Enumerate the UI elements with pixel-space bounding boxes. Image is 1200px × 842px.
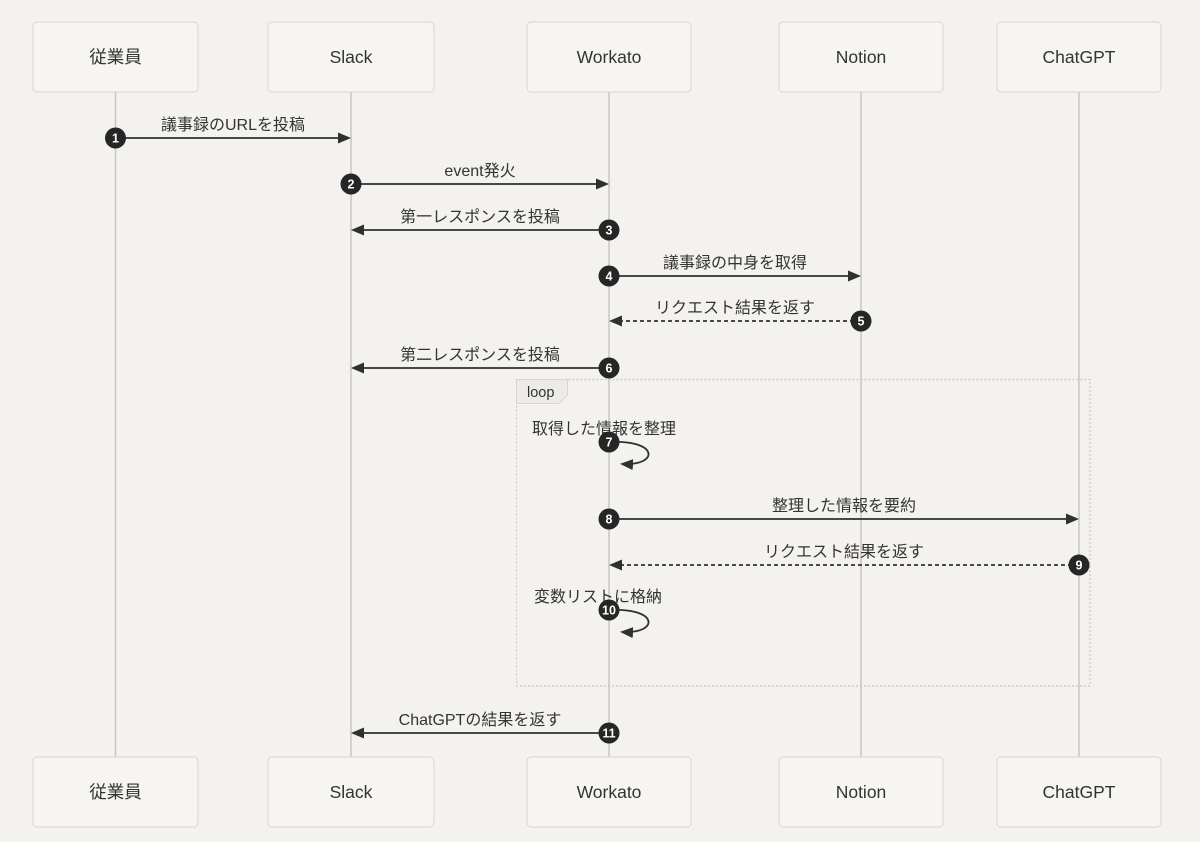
actor-top-workato-box — [526, 21, 692, 93]
actor-top-employee: 従業員 — [32, 21, 199, 93]
message-10-line — [610, 609, 650, 639]
message-1-label: 議事録のURLを投稿 — [161, 116, 305, 134]
message-3-badge — [598, 219, 620, 241]
message-4-number: 4 — [606, 270, 613, 284]
actor-bottom-employee-box — [32, 756, 199, 828]
message-3-label: 第一レスポンスを投稿 — [400, 208, 560, 226]
actor-top-workato-label: Workato — [577, 47, 642, 67]
actor-top-chatgpt-box — [996, 21, 1162, 93]
message-6: 第二レスポンスを投稿 6 — [351, 346, 620, 379]
message-2: event発火 2 — [340, 162, 609, 195]
actors-top: 従業員 Slack Workato Notion ChatGPT — [32, 21, 1162, 93]
message-2-number: 2 — [348, 178, 355, 192]
message-4: 議事録の中身を取得 4 — [598, 254, 861, 287]
message-7: 取得した情報を整理 7 — [532, 420, 676, 471]
actor-bottom-employee-label: 従業員 — [89, 782, 142, 802]
actor-top-notion: Notion — [778, 21, 944, 93]
message-8: 整理した情報を要約 8 — [598, 497, 1079, 530]
message-8-badge — [598, 508, 620, 530]
actor-top-employee-label: 従業員 — [89, 47, 142, 67]
message-8-number: 8 — [606, 513, 613, 527]
actor-top-slack-label: Slack — [330, 47, 373, 67]
message-7-badge — [598, 431, 620, 453]
message-11-number: 11 — [602, 727, 615, 741]
actor-top-workato: Workato — [526, 21, 692, 93]
actor-top-notion-box — [778, 21, 944, 93]
actor-top-chatgpt: ChatGPT — [996, 21, 1162, 93]
message-2-label: event発火 — [444, 162, 515, 180]
message-10-badge — [598, 599, 620, 621]
message-9: リクエスト結果を返す 9 — [609, 543, 1090, 576]
message-11-label: ChatGPTの結果を返す — [399, 711, 562, 729]
message-5-badge — [850, 310, 872, 332]
actor-top-slack-box — [267, 21, 435, 93]
actor-bottom-slack: Slack — [267, 756, 435, 828]
actor-bottom-notion: Notion — [778, 756, 944, 828]
message-3: 第一レスポンスを投稿 3 — [351, 208, 620, 241]
message-9-badge — [1068, 554, 1090, 576]
loop-frame-group: loop — [515, 378, 1091, 687]
actor-top-slack: Slack — [267, 21, 435, 93]
actor-bottom-notion-label: Notion — [836, 782, 887, 802]
message-1: 議事録のURLを投稿 1 — [105, 116, 351, 149]
message-1-badge — [105, 127, 126, 149]
message-5-label: リクエスト結果を返す — [655, 299, 815, 317]
message-7-label: 取得した情報を整理 — [532, 420, 676, 438]
actors-bottom: 従業員 Slack Workato Notion ChatGPT — [32, 756, 1162, 828]
actor-top-notion-label: Notion — [836, 47, 887, 67]
message-8-label: 整理した情報を要約 — [772, 497, 916, 515]
actor-bottom-slack-box — [267, 756, 435, 828]
actor-top-chatgpt-label: ChatGPT — [1043, 47, 1116, 67]
message-11: ChatGPTの結果を返す 11 — [351, 711, 620, 744]
message-10-label: 変数リストに格納 — [534, 588, 662, 606]
message-10: 変数リストに格納 10 — [534, 588, 662, 639]
message-10-number: 10 — [602, 604, 616, 618]
message-5-number: 5 — [858, 315, 865, 329]
message-3-number: 3 — [606, 224, 613, 238]
actor-bottom-workato: Workato — [526, 756, 692, 828]
actor-bottom-workato-label: Workato — [577, 782, 642, 802]
message-6-label: 第二レスポンスを投稿 — [400, 346, 560, 364]
message-5: リクエスト結果を返す 5 — [609, 299, 872, 332]
message-4-label: 議事録の中身を取得 — [663, 254, 807, 272]
message-6-number: 6 — [606, 362, 613, 376]
message-4-badge — [598, 265, 620, 287]
message-6-badge — [598, 357, 620, 379]
actor-bottom-notion-box — [778, 756, 944, 828]
message-11-badge — [598, 722, 620, 744]
actor-bottom-employee: 従業員 — [32, 756, 199, 828]
message-7-line — [610, 441, 650, 471]
actor-bottom-workato-box — [526, 756, 692, 828]
message-7-number: 7 — [606, 436, 613, 450]
actor-bottom-chatgpt-box — [996, 756, 1162, 828]
message-1-number: 1 — [112, 132, 119, 146]
message-9-number: 9 — [1076, 559, 1083, 573]
lifelines — [114, 92, 1080, 757]
message-9-label: リクエスト結果を返す — [764, 543, 924, 561]
actor-bottom-chatgpt: ChatGPT — [996, 756, 1162, 828]
loop-label: loop — [527, 385, 554, 401]
actor-bottom-slack-label: Slack — [330, 782, 373, 802]
loop-label-tab — [516, 379, 568, 404]
actor-top-employee-box — [32, 21, 199, 93]
message-2-badge — [340, 173, 362, 195]
actor-bottom-chatgpt-label: ChatGPT — [1043, 782, 1116, 802]
